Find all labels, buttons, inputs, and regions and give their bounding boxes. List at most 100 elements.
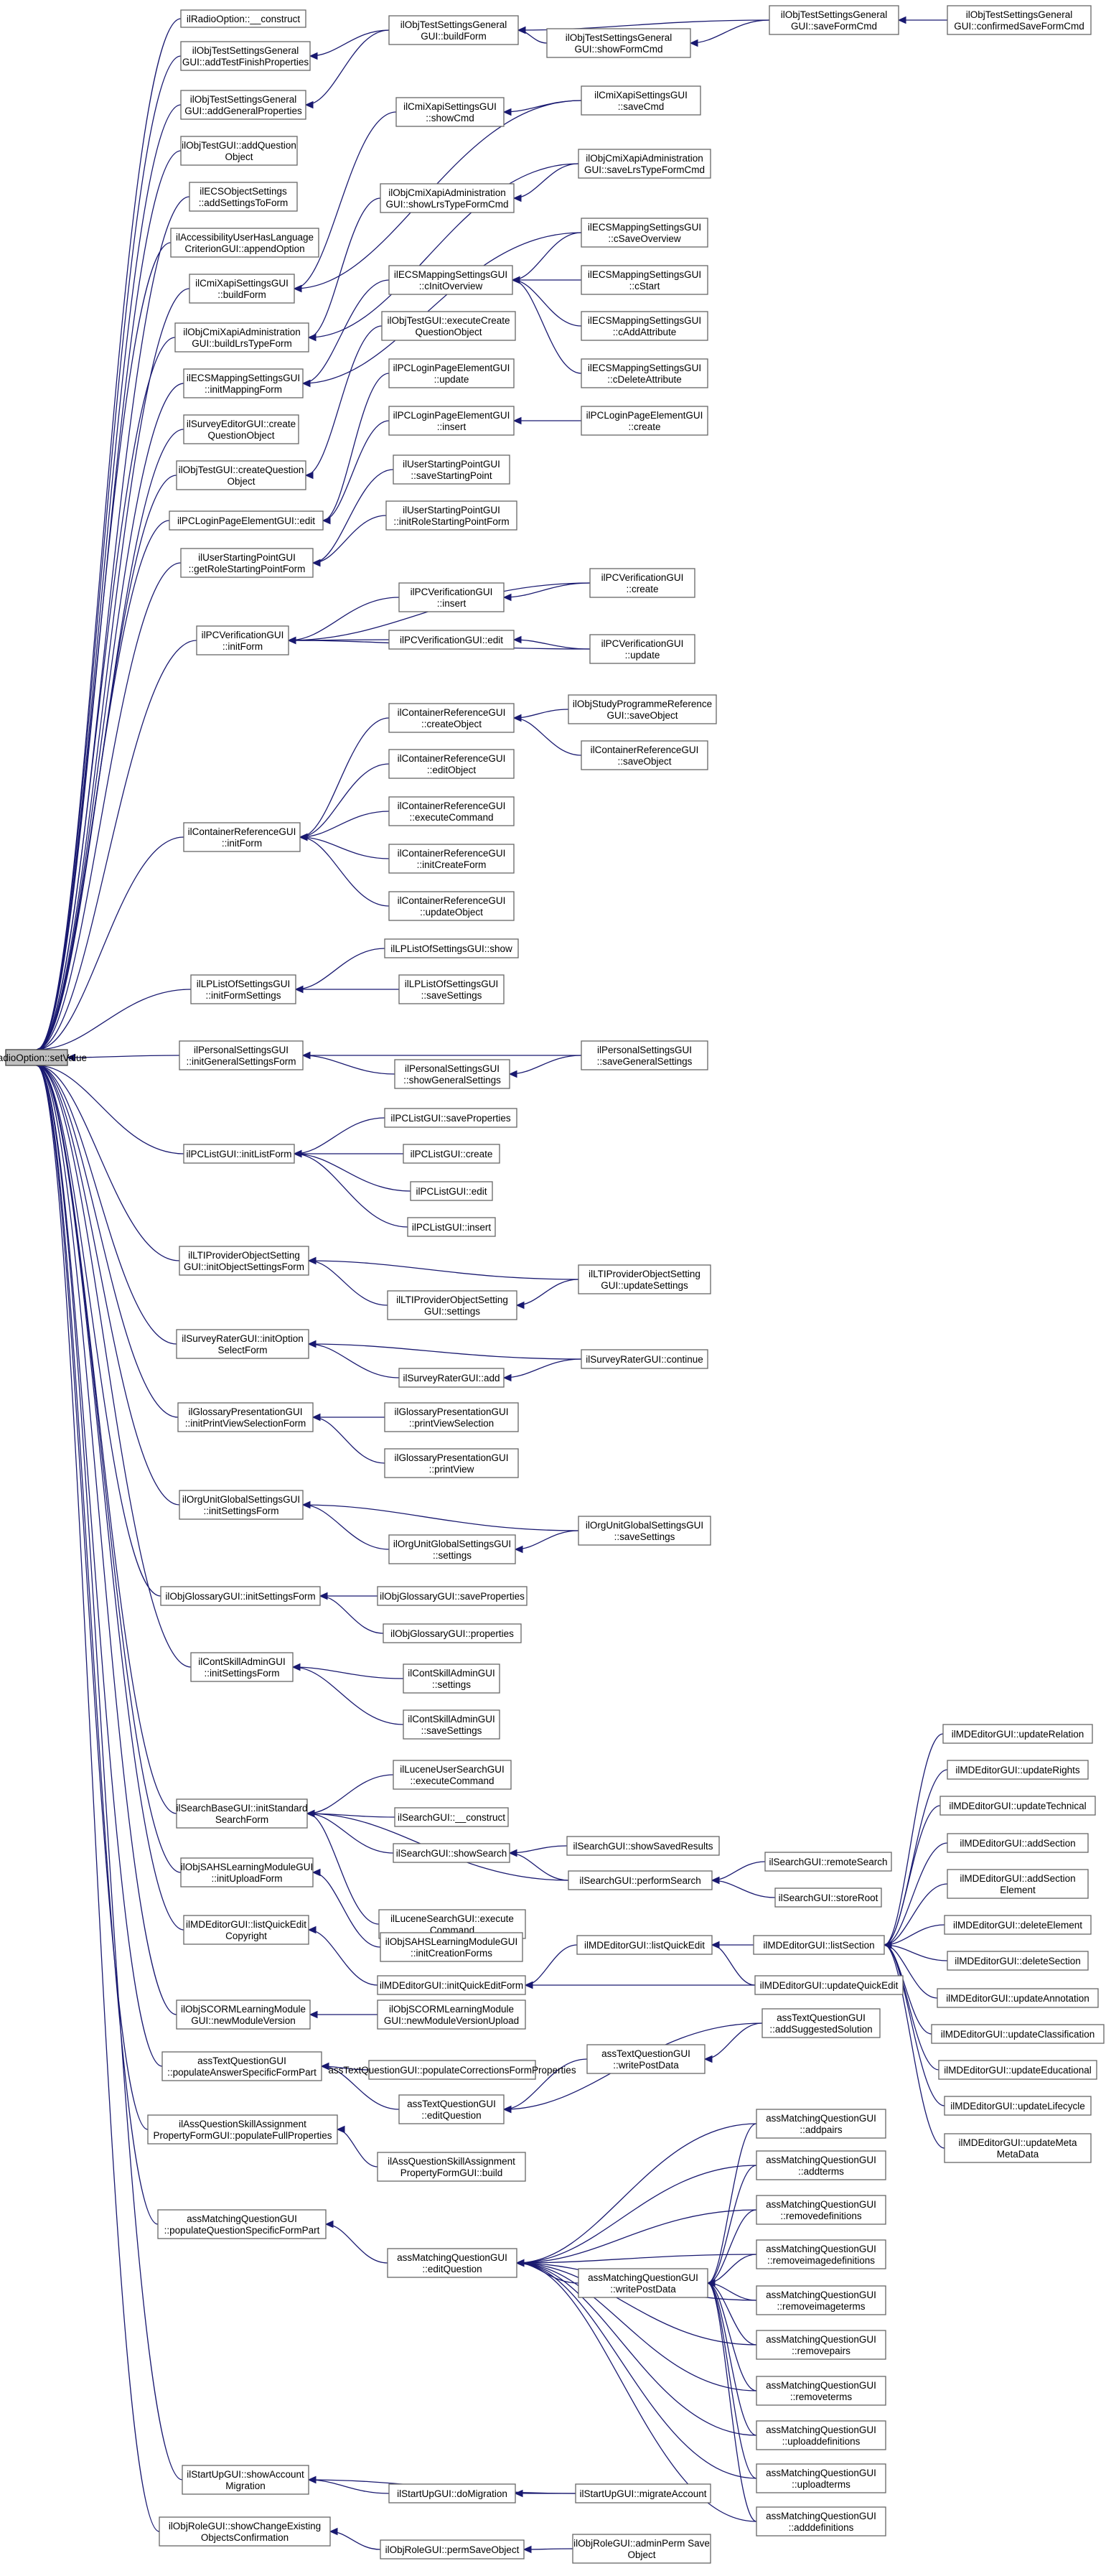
node-pcVerCreate[interactable]: ilPCVerificationGUI::create [589,568,695,598]
node-sahs[interactable]: ilObjSAHSLearningModuleGUI::initUploadFo… [180,1857,314,1887]
node-tsgAddGeneral[interactable]: ilObjTestSettingsGeneralGUI::addGeneralP… [180,90,306,120]
node-skillSettings[interactable]: ilContSkillAdminGUI::settings [403,1663,500,1694]
node-ecsAdd[interactable]: ilECSMappingSettingsGUI::cAddAttribute [581,311,708,341]
node-glossProp[interactable]: ilObjGlossaryGUI::properties [383,1623,522,1643]
node-searchSaved[interactable]: ilSearchGUI::showSavedResults [566,1836,720,1856]
node-mRemTerms[interactable]: assMatchingQuestionGUI::removeterms [756,2376,886,2406]
node-pcVerEdit[interactable]: ilPCVerificationGUI::edit [388,630,515,650]
node-mdDelSection[interactable]: ilMDEditorGUI::deleteSection [947,1951,1089,1971]
node-mdUpdQuick[interactable]: ilMDEditorGUI::updateQuickEdit [754,1975,904,1995]
node-startDo[interactable]: ilStartUpGUI::doMigration [388,2483,516,2503]
node-contRefCreate[interactable]: ilContainerReferenceGUI::createObject [388,703,515,733]
node-roleAdmin[interactable]: ilObjRoleGUI::adminPerm SaveObject [572,2534,711,2564]
node-persInit[interactable]: ilPersonalSettingsGUI::initGeneralSettin… [179,1040,304,1070]
node-mRemImgTerms[interactable]: assMatchingQuestionGUI::removeimageterms [756,2285,886,2315]
node-searchConstruct[interactable]: ilSearchGUI::__construct [394,1807,509,1827]
node-mAddDefs[interactable]: assMatchingQuestionGUI::adddefinitions [756,2506,886,2537]
node-textAddSugg[interactable]: assTextQuestionGUI::addSuggestedSolution [761,2008,881,2038]
node-mRemDefs[interactable]: assMatchingQuestionGUI::removedefinition… [756,2195,886,2225]
node-glossInit[interactable]: ilObjGlossaryGUI::initSettingsForm [160,1586,321,1606]
node-objRole[interactable]: ilObjRoleGUI::showChangeExistingObjectsC… [159,2516,331,2547]
node-glossSaveProp[interactable]: ilObjGlossaryGUI::saveProperties [377,1586,528,1606]
node-persSave[interactable]: ilPersonalSettingsGUI::saveGeneralSettin… [581,1040,708,1070]
node-cmiSave[interactable]: ilCmiXapiSettingsGUI::saveCmd [581,85,701,116]
node-mWrite[interactable]: assMatchingQuestionGUI::writePostData [578,2268,708,2298]
node-mdListSection[interactable]: ilMDEditorGUI::listSection [753,1935,885,1955]
node-mEdit[interactable]: assMatchingQuestionGUI::editQuestion [387,2248,517,2278]
node-pcLoginCre[interactable]: ilPCLoginPageElementGUI::create [581,406,708,436]
node-cmiAdmShow[interactable]: ilObjCmiXapiAdministrationGUI::showLrsTy… [380,183,515,213]
node-scorm[interactable]: ilObjSCORMLearningModuleGUI::newModuleVe… [176,1999,311,2030]
node-skillAssign[interactable]: ilAssQuestionSkillAssignmentPropertyForm… [147,2114,338,2145]
node-root[interactable]: ilRadioOption::setValue [0,1049,87,1066]
node-ecsObj[interactable]: ilECSObjectSettings::addSettingsToForm [189,182,298,212]
node-sahsInit[interactable]: ilObjSAHSLearningModuleGUI::initCreation… [380,1932,523,1962]
node-studyProg[interactable]: ilObjStudyProgrammeReferenceGUI::saveObj… [568,694,717,724]
node-mdDelElement[interactable]: ilMDEditorGUI::deleteElement [944,1915,1092,1935]
node-skillBuild[interactable]: ilAssQuestionSkillAssignmentPropertyForm… [377,2152,526,2182]
node-mdAddSection[interactable]: ilMDEditorGUI::addSection [947,1833,1089,1853]
node-lpShow[interactable]: ilLPListOfSettingsGUI::show [384,938,519,958]
node-mRemImgDefs[interactable]: assMatchingQuestionGUI::removeimagedefin… [756,2239,886,2269]
node-orgUnit[interactable]: ilOrgUnitGlobalSettingsGUI::initSettings… [179,1490,304,1520]
node-contRefInit[interactable]: ilContainerReferenceGUI::initForm [183,822,301,852]
node-pcListCreate[interactable]: ilPCListGUI::create [403,1144,500,1164]
node-pcVerUpdate[interactable]: ilPCVerificationGUI::update [589,634,695,664]
node-contRefUpd[interactable]: ilContainerReferenceGUI::updateObject [388,891,515,921]
node-lpSave[interactable]: ilLPListOfSettingsGUI::saveSettings [398,974,505,1004]
node-mdUpdEdu[interactable]: ilMDEditorGUI::updateEducational [938,2060,1097,2080]
node-mdListQuick[interactable]: ilMDEditorGUI::listQuickEdit [576,1935,713,1955]
node-cmiXapiBuild[interactable]: ilCmiXapiSettingsGUI::buildForm [189,274,295,304]
node-searchShow[interactable]: ilSearchGUI::showSearch [393,1843,510,1863]
node-accLang[interactable]: ilAccessibilityUserHasLanguageCriterionG… [170,228,319,258]
node-tsgConfirm[interactable]: ilObjTestSettingsGeneralGUI::confirmedSa… [947,5,1092,35]
node-mdUpdClass[interactable]: ilMDEditorGUI::updateClassification [931,2024,1105,2044]
node-mRemPairs[interactable]: assMatchingQuestionGUI::removepairs [756,2330,886,2360]
node-mUpDefs[interactable]: assMatchingQuestionGUI::uploaddefinition… [756,2420,886,2450]
node-mAddPairs[interactable]: assMatchingQuestionGUI::addpairs [756,2109,886,2139]
node-startMig[interactable]: ilStartUpGUI::migrateAccount [575,2483,711,2503]
node-uspSave[interactable]: ilUserStartingPointGUI::saveStartingPoin… [393,454,510,485]
node-cmiAdmSave[interactable]: ilObjCmiXapiAdministrationGUI::saveLrsTy… [578,149,711,179]
node-cmiAdmBuild[interactable]: ilObjCmiXapiAdministrationGUI::buildLrsT… [174,322,309,353]
node-glossPrint[interactable]: ilGlossaryPresentationGUI::printView [384,1448,519,1478]
node-textPopCorr[interactable]: assTextQuestionGUI::populateCorrectionsF… [328,2060,576,2080]
node-contRefEdit[interactable]: ilContainerReferenceGUI::editObject [388,749,515,779]
node-ecsDel[interactable]: ilECSMappingSettingsGUI::cDeleteAttribut… [581,358,708,388]
node-mdUpdAnnotation[interactable]: ilMDEditorGUI::updateAnnotation [937,1988,1099,2008]
node-uspInitRole[interactable]: ilUserStartingPointGUI::initRoleStarting… [385,500,517,531]
node-mdUpdLife[interactable]: ilMDEditorGUI::updateLifecycle [944,2096,1092,2116]
node-luceneUserExec[interactable]: ilLuceneUserSearchGUI::executeCommand [393,1760,512,1790]
node-mdUpdRights[interactable]: ilMDEditorGUI::updateRights [947,1760,1089,1780]
node-ltiInit[interactable]: ilLTIProviderObjectSettingGUI::initObjec… [179,1246,309,1276]
node-roc[interactable]: ilRadioOption::__construct [180,9,306,28]
node-tguiExec[interactable]: ilObjTestGUI::executeCreateQuestionObjec… [381,311,516,341]
node-pcListInsert[interactable]: ilPCListGUI::insert [407,1217,496,1237]
node-matchPop[interactable]: assMatchingQuestionGUI::populateQuestion… [157,2209,327,2239]
node-searchRoot[interactable]: ilSearchGUI::storeRoot [774,1887,882,1908]
node-ecsMapInit[interactable]: ilECSMappingSettingsGUI::initMappingForm [183,368,304,398]
node-surveyCont[interactable]: ilSurveyRaterGUI::continue [581,1349,708,1369]
node-ltiUpdate[interactable]: ilLTIProviderObjectSettingGUI::updateSet… [578,1264,711,1294]
node-pcLoginUpd[interactable]: ilPCLoginPageElementGUI::update [388,358,515,388]
node-orgSettings[interactable]: ilOrgUnitGlobalSettingsGUI::settings [388,1534,516,1564]
node-mdUpdRelation[interactable]: ilMDEditorGUI::updateRelation [942,1724,1093,1744]
node-cmiShow[interactable]: ilCmiXapiSettingsGUI::showCmd [395,97,505,127]
node-textWrite[interactable]: assTextQuestionGUI::writePostData [586,2044,706,2074]
node-mdInitQuick[interactable]: ilMDEditorGUI::initQuickEditForm [377,1975,526,1995]
node-pcListSave[interactable]: ilPCListGUI::saveProperties [384,1108,517,1128]
node-contSkill[interactable]: ilContSkillAdminGUI::initSettingsForm [190,1652,294,1682]
node-searchPerform[interactable]: ilSearchGUI::performSearch [568,1870,713,1890]
node-contRefExec[interactable]: ilContainerReferenceGUI::executeCommand [388,796,515,826]
